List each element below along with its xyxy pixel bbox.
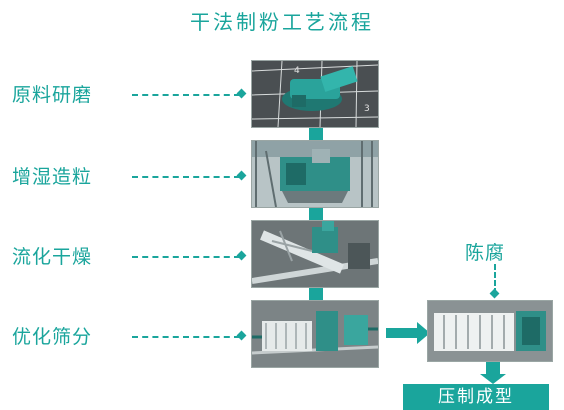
connector-dot [236,88,247,99]
step-label-granulation: 增湿造粒 [12,166,93,188]
flow-arrow-down [303,128,329,150]
step-label-grinding: 原料研磨 [12,84,93,106]
granulation-machine-photo [251,140,379,208]
aging-silo-photo [427,300,553,362]
flow-arrow-down [303,288,329,310]
connector-dash [132,176,240,178]
aging-connector [494,264,496,294]
connector-dash [132,256,240,258]
svg-text:3: 3 [364,104,370,114]
connector-dash [132,94,240,96]
connector-dot [236,250,247,261]
connector-dot [236,330,247,341]
aging-label: 陈腐 [465,242,506,264]
diagram-title: 干法制粉工艺流程 [190,10,374,34]
flow-arrow-right [386,322,430,344]
flow-arrow-down [480,362,506,384]
svg-text:4: 4 [294,66,300,76]
step-label-screening: 优化筛分 [12,326,93,348]
press-forming-box: 压制成型 [403,384,549,410]
screening-machine-photo [251,300,379,368]
grinding-machine-photo: 4 3 [251,60,379,128]
connector-dot [236,170,247,181]
connector-dot [489,288,500,299]
fluid-bed-dryer-photo [251,220,379,288]
flow-arrow-down [303,208,329,230]
connector-dash [132,336,240,338]
step-label-drying: 流化干燥 [12,246,93,268]
